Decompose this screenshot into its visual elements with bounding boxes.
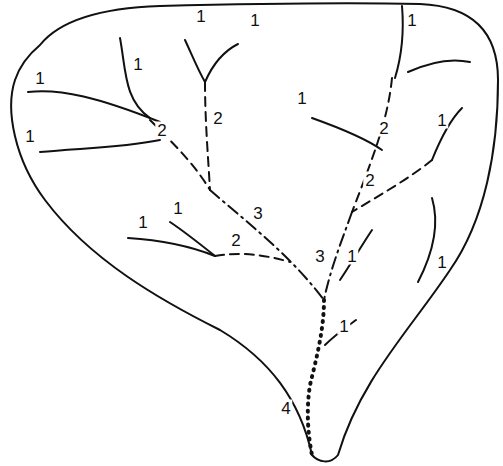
stream-order-number: 1 <box>435 254 448 271</box>
stream-order-number: 3 <box>251 205 264 222</box>
stream-order-number: 2 <box>211 110 224 127</box>
stream-order-number: 1 <box>136 214 149 231</box>
stream-order-number: 1 <box>435 112 448 129</box>
stream-order-number: 3 <box>313 248 326 265</box>
stream-order-number: 1 <box>131 56 144 73</box>
stream-order-number: 1 <box>248 12 261 29</box>
stream-order-number: 1 <box>345 248 358 265</box>
stream-order-number: 4 <box>279 400 292 417</box>
third-order-streams <box>210 190 352 300</box>
first-order-streams <box>28 6 470 345</box>
stream-order-number: 2 <box>229 232 242 249</box>
basin-outline <box>11 3 498 461</box>
stream-order-number: 1 <box>23 128 36 145</box>
stream-order-number: 1 <box>194 8 207 25</box>
stream-order-number: 2 <box>377 120 390 137</box>
fourth-order-stream <box>308 300 324 455</box>
stream-order-number: 1 <box>337 318 350 335</box>
stream-order-number: 2 <box>363 172 376 189</box>
stream-order-number: 1 <box>33 70 46 87</box>
stream-order-number: 2 <box>155 122 168 139</box>
stream-order-number: 1 <box>405 12 418 29</box>
stream-order-number: 1 <box>171 200 184 217</box>
second-order-streams <box>150 78 432 262</box>
stream-order-number: 1 <box>295 90 308 107</box>
